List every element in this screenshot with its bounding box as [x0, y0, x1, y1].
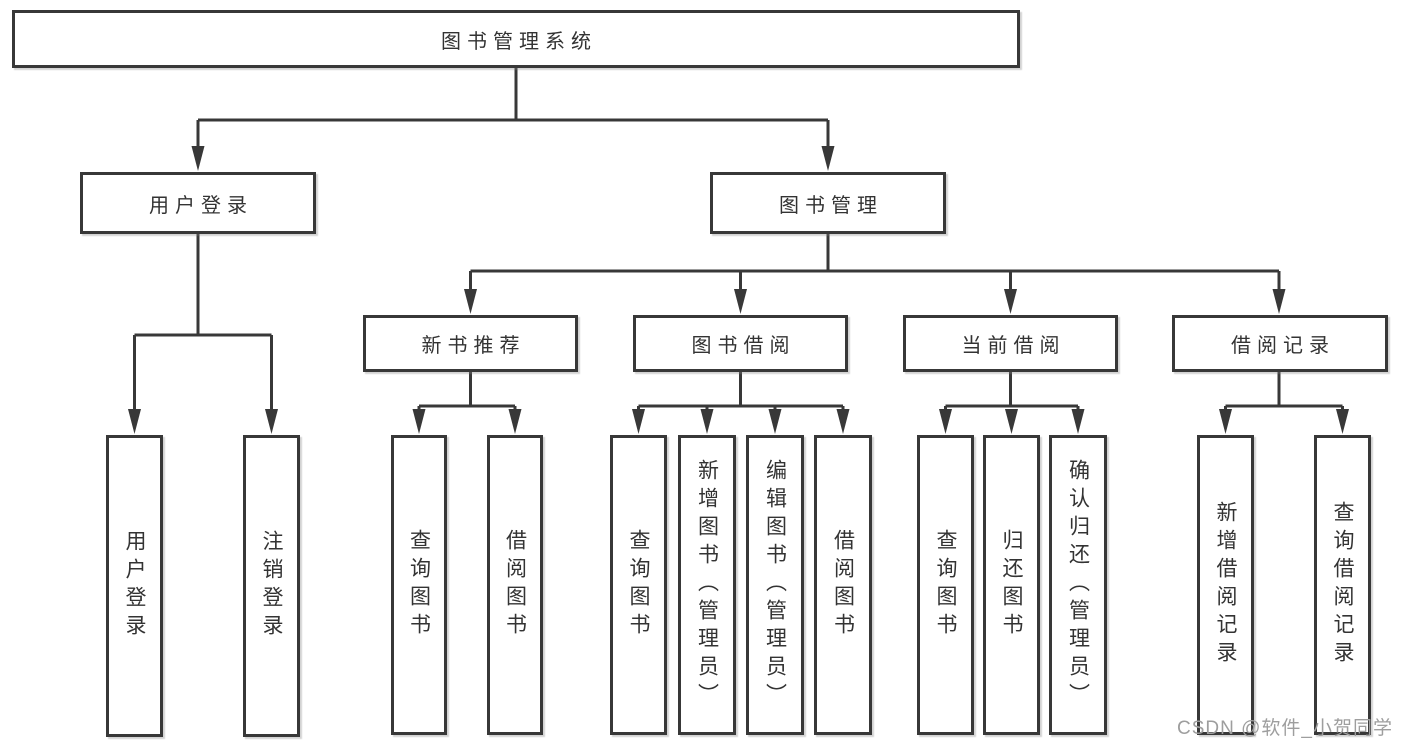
node-leaf-nbr-query: 查询图书	[391, 435, 447, 735]
node-label: 查询借阅记录	[1331, 501, 1355, 669]
node-leaf-br-add: 新增借阅记录	[1197, 435, 1254, 735]
arrowheads	[128, 146, 1349, 434]
arrow-icon	[939, 409, 952, 434]
arrow-icon	[1219, 409, 1232, 434]
arrow-icon	[191, 146, 205, 171]
arrow-icon	[1005, 409, 1018, 434]
node-leaf-logout: 注销登录	[243, 435, 300, 737]
node-new-book-rec: 新书推荐	[363, 315, 578, 372]
node-leaf-bb-query: 查询图书	[610, 435, 667, 735]
node-label: 用户登录	[149, 194, 253, 217]
connector-newbookrec-branch	[417, 372, 517, 412]
node-label: 当前借阅	[961, 335, 1066, 357]
connector-bookmgmt-to-level3	[469, 234, 1281, 292]
connector-currentborrow-branch	[944, 372, 1080, 412]
arrow-icon	[1004, 289, 1017, 314]
node-label: 确认归还（管理员）	[1066, 459, 1090, 711]
arrow-icon	[265, 409, 278, 434]
node-label: 注销登录	[260, 530, 284, 642]
node-leaf-nbr-borrow: 借阅图书	[487, 435, 543, 735]
node-label: 借阅图书	[503, 529, 527, 641]
node-leaf-login: 用户登录	[106, 435, 163, 737]
node-leaf-bb-borrow: 借阅图书	[814, 435, 872, 735]
node-label: 查询图书	[407, 529, 431, 641]
node-label: 图书管理系统	[441, 30, 597, 53]
arrow-icon	[1272, 289, 1286, 314]
node-label: 归还图书	[1000, 529, 1024, 641]
connector-userlogin-branch	[133, 234, 273, 412]
node-leaf-bb-edit: 编辑图书（管理员）	[746, 435, 804, 735]
csdn-watermark: CSDN @软件_小贺同学	[1177, 718, 1393, 739]
arrow-icon	[734, 289, 747, 314]
arrow-icon	[632, 409, 645, 434]
node-root: 图书管理系统	[12, 10, 1020, 68]
node-borrow-record: 借阅记录	[1172, 315, 1388, 372]
connector-root-to-level2	[196, 68, 830, 150]
connector-borrowrecord-branch	[1224, 372, 1344, 412]
node-book-borrow: 图书借阅	[633, 315, 848, 372]
node-leaf-cb-confirm: 确认归还（管理员）	[1049, 435, 1107, 735]
node-book-mgmt: 图书管理	[710, 172, 946, 234]
node-label: 借阅记录	[1231, 335, 1335, 357]
node-label: 编辑图书（管理员）	[763, 459, 787, 711]
node-leaf-cb-return: 归还图书	[983, 435, 1040, 735]
arrow-icon	[508, 409, 522, 434]
node-current-borrow: 当前借阅	[903, 315, 1118, 372]
node-label: 查询图书	[934, 529, 958, 641]
arrow-icon	[1336, 409, 1349, 434]
arrow-icon	[821, 146, 835, 171]
arrow-icon	[464, 289, 477, 314]
arrow-icon	[128, 409, 141, 434]
node-label: 借阅图书	[831, 529, 855, 641]
node-leaf-bb-add: 新增图书（管理员）	[678, 435, 736, 735]
connector-bookborrow-branch	[637, 372, 845, 412]
arrow-icon	[412, 409, 426, 434]
arrow-icon	[768, 409, 782, 434]
node-label: 图书管理	[779, 194, 883, 217]
node-label: 新增图书（管理员）	[695, 459, 719, 711]
node-leaf-br-query: 查询借阅记录	[1314, 435, 1371, 735]
arrow-icon	[836, 409, 850, 434]
arrow-icon	[1071, 409, 1085, 434]
node-label: 新书推荐	[421, 335, 526, 357]
node-label: 用户登录	[123, 530, 147, 642]
node-label: 新增借阅记录	[1214, 501, 1238, 669]
node-leaf-cb-query: 查询图书	[917, 435, 974, 735]
node-label: 查询图书	[627, 529, 651, 641]
arrow-icon	[700, 409, 714, 434]
node-user-login: 用户登录	[80, 172, 316, 234]
node-label: 图书借阅	[691, 335, 796, 357]
